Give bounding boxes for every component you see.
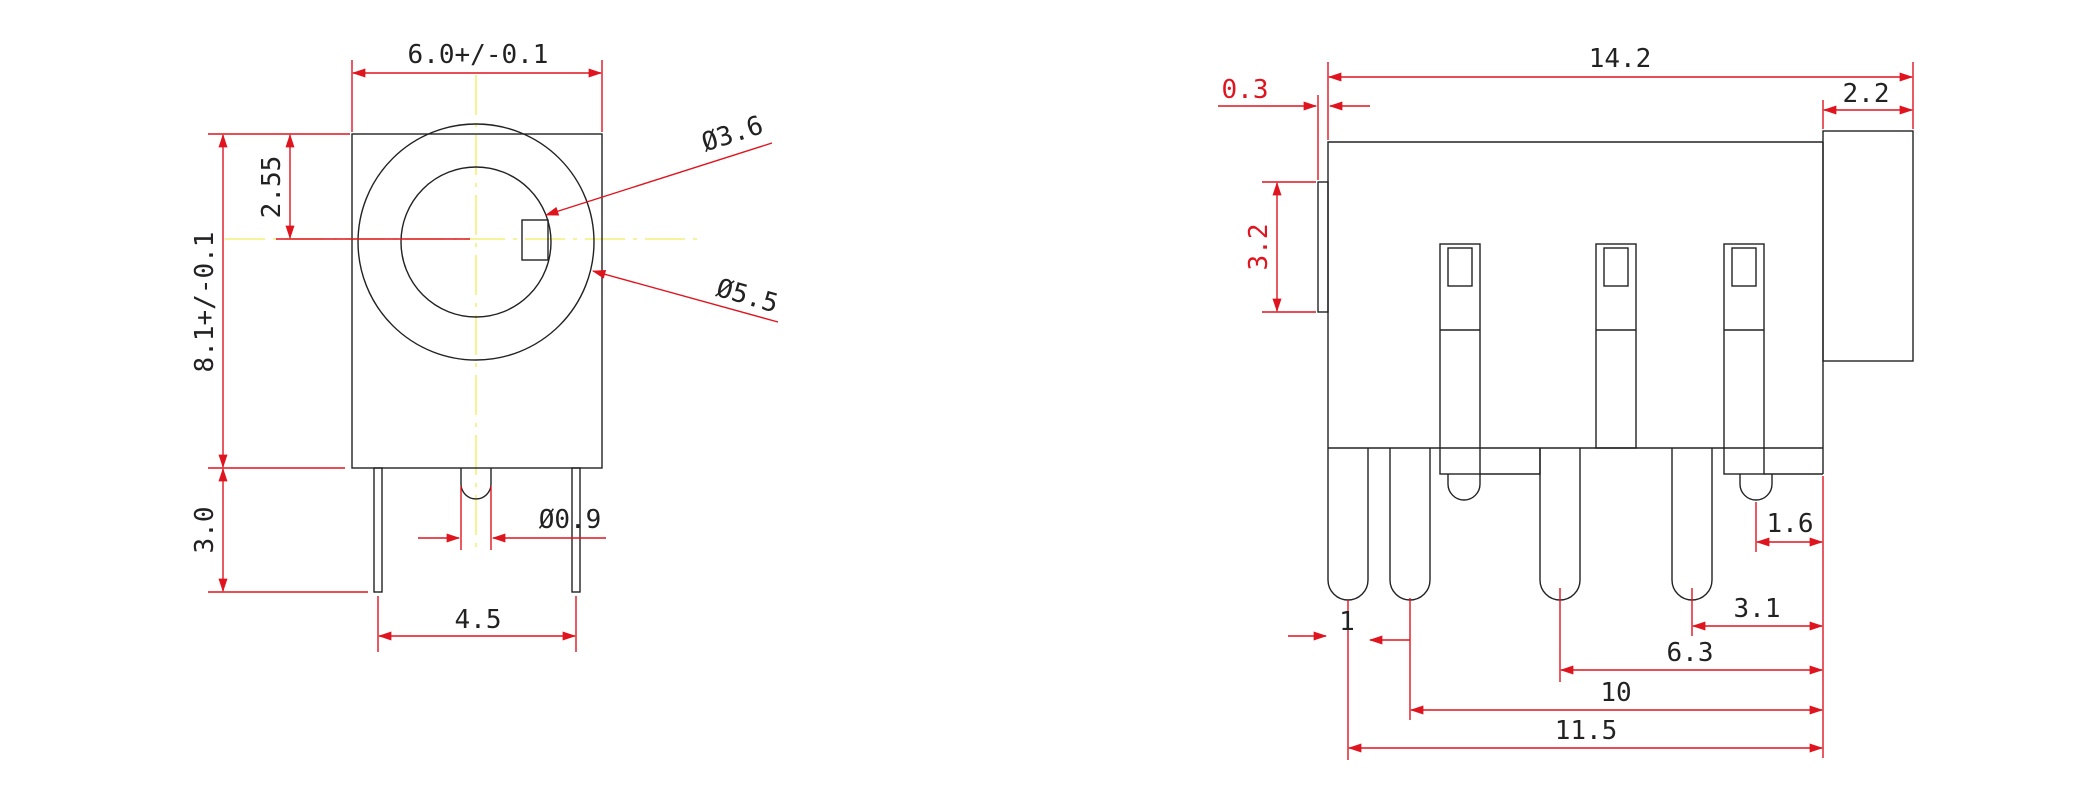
side-contact-3 (1723, 243, 1773, 501)
side-length-label: 14.2 (1589, 44, 1652, 74)
inner-diameter-label: Ø3.6 (698, 110, 767, 158)
dim-10: 10 (1409, 598, 1824, 720)
pin-offset-label: 1.6 (1767, 509, 1814, 539)
latch-square (521, 219, 549, 261)
dim-boss-height: 3.2 (1244, 181, 1316, 313)
dim-offset: 0.3 (1218, 75, 1370, 180)
side-view: 14.2 0.3 2.2 3.2 1.6 (1218, 44, 1914, 760)
inner-circle (400, 166, 552, 318)
dim-outer-diameter: Ø5.5 (591, 269, 781, 323)
dim-front-width: 6.0+/-0.1 (351, 40, 603, 132)
dim-3-1-label: 3.1 (1734, 594, 1781, 624)
pin-spacing-label: 4.5 (455, 605, 502, 635)
front-height-label: 8.1+/-0.1 (190, 232, 220, 373)
dim-pin-length: 3.0 (190, 467, 368, 593)
dim-11-5-label: 11.5 (1555, 716, 1618, 746)
dim-inner-diameter: Ø3.6 (544, 110, 773, 216)
side-body (1317, 130, 1914, 474)
nut-length-label: 2.2 (1843, 79, 1890, 109)
center-height-label: 2.55 (257, 156, 287, 219)
pin-length-label: 3.0 (190, 507, 220, 554)
boss-height-label: 3.2 (1244, 224, 1274, 271)
side-contact-1 (1439, 243, 1481, 501)
dim-front-height: 8.1+/-0.1 (190, 133, 350, 469)
dim-10-label: 10 (1600, 678, 1631, 708)
dim-side-length: 14.2 (1327, 44, 1914, 140)
side-contact-2 (1595, 243, 1637, 449)
side-pins-left (1327, 448, 1431, 601)
pin-width-label: 1 (1339, 607, 1355, 637)
side-bottom-block (1480, 448, 1823, 475)
dim-center-height: 2.55 (257, 133, 470, 240)
outer-diameter-label: Ø5.5 (713, 273, 781, 319)
dim-pin-offset: 1.6 (1755, 502, 1824, 552)
offset-label: 0.3 (1222, 75, 1269, 105)
dim-pin-spacing: 4.5 (377, 596, 577, 652)
dim-6-3: 6.3 (1559, 588, 1824, 682)
front-centerlines (225, 75, 700, 555)
dim-nut-length: 2.2 (1822, 79, 1914, 129)
outer-circle (357, 123, 595, 361)
front-view: 6.0+/-0.1 8.1+/-0.1 2.55 Ø3.6 Ø5.5 (190, 40, 781, 652)
dim-pin-width: 1 (1288, 607, 1410, 645)
dim-3-1: 3.1 (1691, 588, 1824, 636)
pin-diameter-label: Ø0.9 (539, 505, 602, 535)
front-body (351, 133, 603, 469)
dim-11-5: 11.5 (1347, 600, 1824, 760)
dim-6-3-label: 6.3 (1667, 638, 1714, 668)
front-width-label: 6.0+/-0.1 (408, 40, 549, 70)
side-pins-middle (1539, 448, 1713, 601)
dim-pin-diameter: Ø0.9 (418, 486, 606, 550)
